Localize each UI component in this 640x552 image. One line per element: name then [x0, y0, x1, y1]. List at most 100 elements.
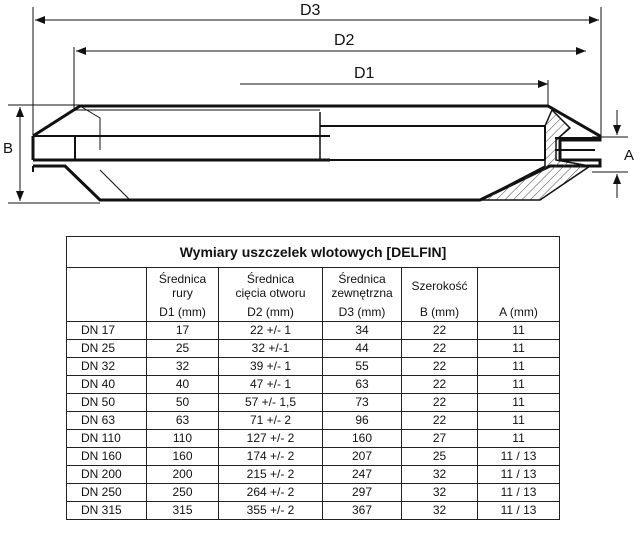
row-b-cell: 22: [401, 357, 478, 376]
header-unit-name: [66, 304, 147, 322]
row-b-cell: 27: [401, 429, 478, 448]
d3-label: D3: [300, 2, 321, 19]
row-name-cell: DN 160: [66, 447, 147, 466]
row-a-cell: 11: [476, 375, 561, 394]
row-d3-cell: 34: [322, 321, 402, 340]
row-a-cell: 11: [476, 357, 561, 376]
row-name-cell: DN 200: [66, 465, 147, 484]
row-d2-cell: 355 +/- 2: [218, 501, 323, 520]
row-d2-cell: 22 +/- 1: [218, 321, 323, 340]
row-d1-cell: 63: [146, 411, 219, 430]
row-d2-cell: 39 +/- 1: [218, 357, 323, 376]
seal-body: [31, 104, 602, 202]
d3-dimension: D3: [32, 2, 602, 135]
d1-dimension: D1: [240, 65, 549, 106]
row-a-cell: 11: [476, 429, 561, 448]
a-dimension: A: [592, 110, 634, 198]
row-b-cell: 32: [401, 465, 478, 484]
row-d3-cell: 297: [322, 483, 402, 502]
header-desc-empty-1: [66, 267, 147, 304]
row-d1-cell: 32: [146, 357, 219, 376]
row-b-cell: 22: [401, 321, 478, 340]
row-a-cell: 11: [476, 393, 561, 412]
row-d2-cell: 264 +/- 2: [218, 483, 323, 502]
row-b-cell: 32: [401, 483, 478, 502]
row-d2-cell: 127 +/- 2: [218, 429, 323, 448]
row-b-cell: 22: [401, 339, 478, 358]
row-name-cell: DN 17: [66, 321, 147, 340]
row-a-cell: 11: [476, 339, 561, 358]
row-name-cell: DN 315: [66, 501, 147, 520]
table-title-row: Wymiary uszczelek wlotowych [DELFIN]: [65, 236, 561, 268]
d2-dimension: D2: [73, 32, 586, 108]
row-d3-cell: 44: [322, 339, 402, 358]
row-b-cell: 22: [401, 393, 478, 412]
b-dimension: B: [3, 104, 100, 204]
hatched-section: [479, 108, 592, 201]
row-d1-cell: 50: [146, 393, 219, 412]
row-d1-cell: 17: [146, 321, 219, 340]
row-name-cell: DN 110: [66, 429, 147, 448]
row-name-cell: DN 250: [66, 483, 147, 502]
row-b-cell: 22: [401, 411, 478, 430]
table-header-unit-row: D1 (mm) D2 (mm) D3 (mm) B (mm) A (mm): [66, 304, 561, 322]
row-d1-cell: 315: [146, 501, 219, 520]
row-d2-cell: 215 +/- 2: [218, 465, 323, 484]
d1-label: D1: [354, 65, 375, 82]
row-name-cell: DN 32: [66, 357, 147, 376]
row-a-cell: 11 / 13: [476, 465, 561, 484]
row-d3-cell: 73: [322, 393, 402, 412]
row-d3-cell: 367: [322, 501, 402, 520]
row-d1-cell: 110: [146, 429, 219, 448]
row-name-cell: DN 50: [66, 393, 147, 412]
table-title: Wymiary uszczelek wlotowych [DELFIN]: [65, 236, 561, 268]
row-d1-cell: 160: [146, 447, 219, 466]
row-d2-cell: 47 +/- 1: [218, 375, 323, 394]
row-d2-cell: 71 +/- 2: [218, 411, 323, 430]
row-d2-cell: 32 +/-1: [218, 339, 323, 358]
row-a-cell: 11: [476, 321, 561, 340]
header-unit-d2: D2 (mm): [218, 304, 323, 322]
row-a-cell: 11 / 13: [476, 501, 561, 520]
header-unit-b: B (mm): [401, 304, 478, 322]
row-d3-cell: 63: [322, 375, 402, 394]
header-unit-d3: D3 (mm): [322, 304, 402, 322]
seal-cross-section-drawing: D3 D2 D1 B A: [3, 2, 634, 204]
row-d3-cell: 160: [322, 429, 402, 448]
row-b-cell: 32: [401, 501, 478, 520]
row-d1-cell: 40: [146, 375, 219, 394]
row-b-cell: 22: [401, 375, 478, 394]
row-d2-cell: 174 +/- 2: [218, 447, 323, 466]
row-d3-cell: 207: [322, 447, 402, 466]
row-name-cell: DN 63: [66, 411, 147, 430]
row-name-cell: DN 25: [66, 339, 147, 358]
row-a-cell: 11 / 13: [476, 447, 561, 466]
row-name-cell: DN 40: [66, 375, 147, 394]
header-desc-b: Szerokość: [401, 267, 478, 304]
row-a-cell: 11: [476, 411, 561, 430]
row-d3-cell: 55: [322, 357, 402, 376]
row-d3-cell: 247: [322, 465, 402, 484]
header-unit-d1: D1 (mm): [146, 304, 219, 322]
row-d1-cell: 250: [146, 483, 219, 502]
row-d3-cell: 96: [322, 411, 402, 430]
b-label: B: [3, 140, 13, 157]
row-a-cell: 11 / 13: [476, 483, 561, 502]
row-d1-cell: 200: [146, 465, 219, 484]
row-d2-cell: 57 +/- 1,5: [218, 393, 323, 412]
